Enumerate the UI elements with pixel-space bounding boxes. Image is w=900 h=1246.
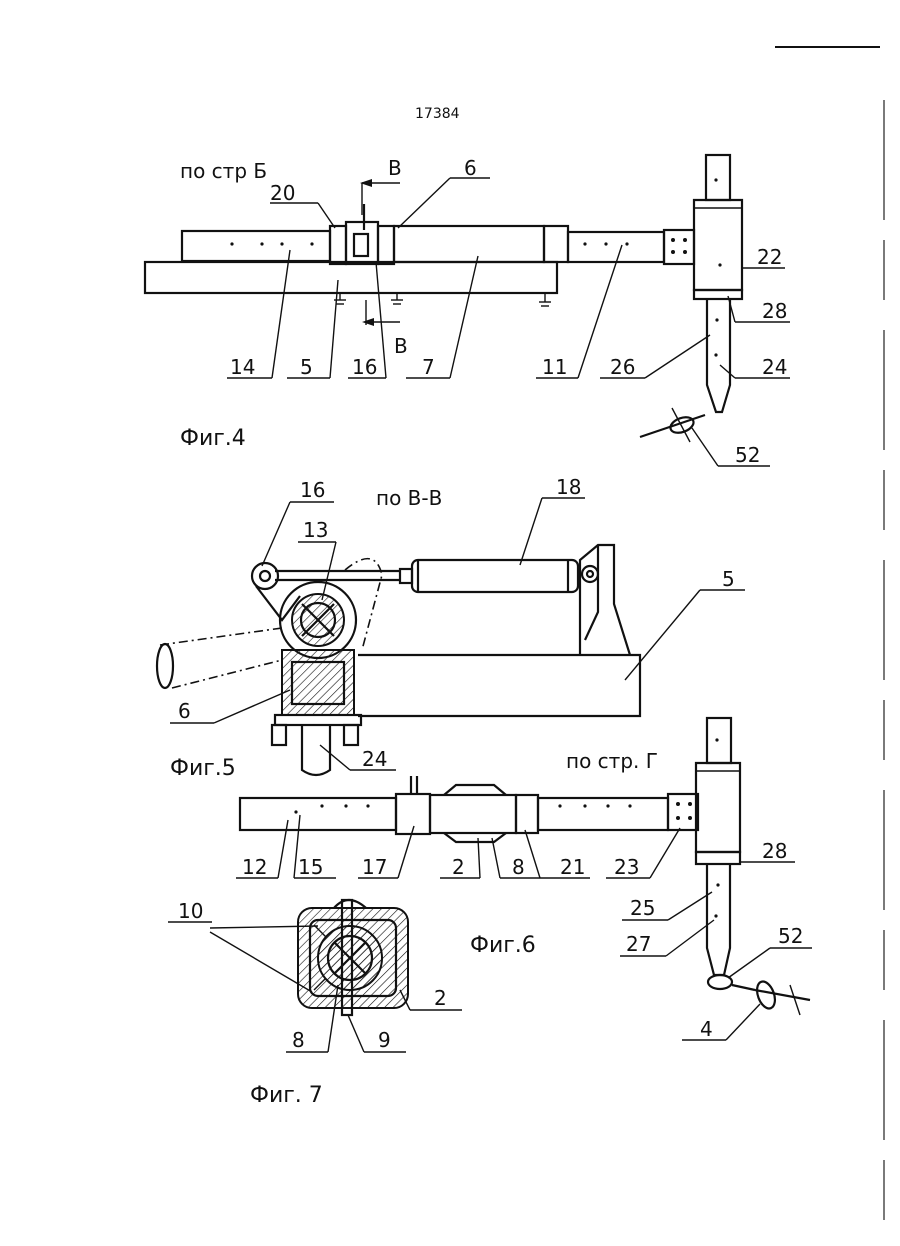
page-number: 17384 [415,106,460,122]
fig5-leaders [170,498,745,770]
sleeve-22 [694,200,742,290]
fig6-label-2: 2 [452,855,465,879]
fig6-label-27: 27 [626,932,651,956]
fig4-label-28: 28 [762,299,787,323]
fig6-label-21: 21 [560,855,585,879]
rod-24 [707,299,730,412]
pivot-16 [252,563,278,589]
fig4-section-mark-bottom: В [394,334,408,358]
fig7-label-2: 2 [434,986,447,1010]
fig6-label-12: 12 [242,855,267,879]
fig6-label-8: 8 [512,855,525,879]
fig4-label-26: 26 [610,355,635,379]
base-beam-5 [145,262,557,293]
clamp-20 [330,226,346,264]
fig7-caption: Фиг. 7 [250,1083,323,1108]
fig5-label-13: 13 [303,518,328,542]
bar-12 [240,798,396,830]
fig6-label-25: 25 [630,896,655,920]
bracket [580,545,630,655]
fig6-label-4: 4 [700,1017,713,1041]
cylinder-18 [412,560,578,592]
fig4-label-20: 20 [270,181,295,205]
fig4-label-7: 7 [422,355,435,379]
figure-7: 10 2 8 9 Фиг. 7 [168,899,462,1108]
fig6-label-28: 28 [762,839,787,863]
fig4-leaders [227,178,790,466]
bar-23 [538,798,668,830]
bar-11 [568,232,664,262]
fig6-label-17: 17 [362,855,387,879]
figure-4: по стр Б В В [145,155,790,467]
figure-5: по В-В [157,475,745,781]
clamp-21 [516,795,538,833]
fig5-label-16: 16 [300,478,325,502]
fig5-caption: Фиг.5 [170,756,236,781]
collar-28 [694,290,742,299]
fig5-view-label: по В-В [376,486,442,510]
plate-5 [358,655,640,716]
bar-7 [394,226,544,262]
fig4-label-52: 52 [735,443,760,467]
fig4-view-label: по стр Б [180,159,267,183]
fig4-section-mark-top: В [388,156,402,180]
column-top [706,155,730,200]
fig6-label-52: 52 [778,924,803,948]
fig7-label-10: 10 [178,899,203,923]
fig6-label-23: 23 [614,855,639,879]
fig6-label-15: 15 [298,855,323,879]
fig5-label-24: 24 [362,747,387,771]
bar-14 [182,231,330,261]
tool-52 [640,408,705,442]
fig5-label-5: 5 [722,567,735,591]
fig7-label-8: 8 [292,1028,305,1052]
fig4-label-14: 14 [230,355,255,379]
collar-28-f6 [696,852,740,864]
fig5-label-6: 6 [178,699,191,723]
fig6-view-label: по стр. Г [566,749,658,773]
clamp-16 [346,222,378,264]
fig4-label-5: 5 [300,355,313,379]
fig5-label-18: 18 [556,475,581,499]
housing-2 [430,795,516,833]
fig4-label-16: 16 [352,355,377,379]
fig6-caption: Фиг.6 [470,933,536,958]
fig7-label-9: 9 [378,1028,391,1052]
fig4-label-6: 6 [464,156,477,180]
fig4-caption: Фиг.4 [180,426,246,451]
fig4-label-22: 22 [757,245,782,269]
fig4-label-11: 11 [542,355,567,379]
fig4-label-24: 24 [762,355,787,379]
